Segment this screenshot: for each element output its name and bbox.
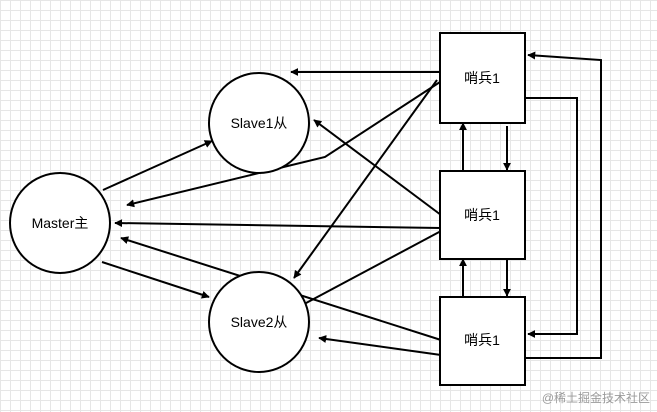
sentinel-bottom-node: 哨兵1 (439, 296, 526, 386)
connectors (101, 51, 602, 359)
slave2-label: Slave2从 (231, 314, 288, 330)
sentinel-mid-box (439, 170, 526, 260)
sentinel-mid-to-slave1-arrow (313, 119, 442, 216)
master-label: Master主 (32, 215, 89, 231)
slave2-node: Slave2从 (208, 271, 310, 373)
sentinel-top-node: 哨兵1 (439, 32, 526, 124)
master-circle (9, 172, 111, 274)
sentinel-mid-to-master-arrow (114, 219, 442, 229)
sentinel-top-box (439, 32, 526, 124)
sentinel-bottom-box (439, 296, 526, 386)
sentinel-mid-label: 哨兵1 (464, 207, 500, 223)
master-to-slave2-arrow (101, 261, 210, 299)
sentinel-bottom-to-top-loop-arrow (526, 51, 602, 359)
slave2-circle (208, 271, 310, 373)
sentinel-top-label: 哨兵1 (464, 70, 500, 86)
slave1-node: Slave1从 (208, 72, 310, 174)
sentinel-mid-node: 哨兵1 (439, 170, 526, 260)
master-node: Master主 (9, 172, 111, 274)
sentinel-top-to-bottom-loop-arrow (526, 97, 578, 338)
watermark-text: @稀土掘金技术社区 (542, 390, 650, 405)
sentinel-top-to-master-arrow (126, 81, 441, 208)
sentinel-bottom-label: 哨兵1 (464, 332, 500, 348)
slave1-circle (208, 72, 310, 174)
sentinel-mid-to-slave2-arrow (292, 230, 442, 311)
master-to-slave1-arrow (102, 140, 213, 191)
sentinel-top-to-slave2-arrow (293, 79, 438, 279)
slave1-label: Slave1从 (231, 115, 288, 131)
sentinel-bottom-to-slave2-arrow (318, 335, 442, 356)
